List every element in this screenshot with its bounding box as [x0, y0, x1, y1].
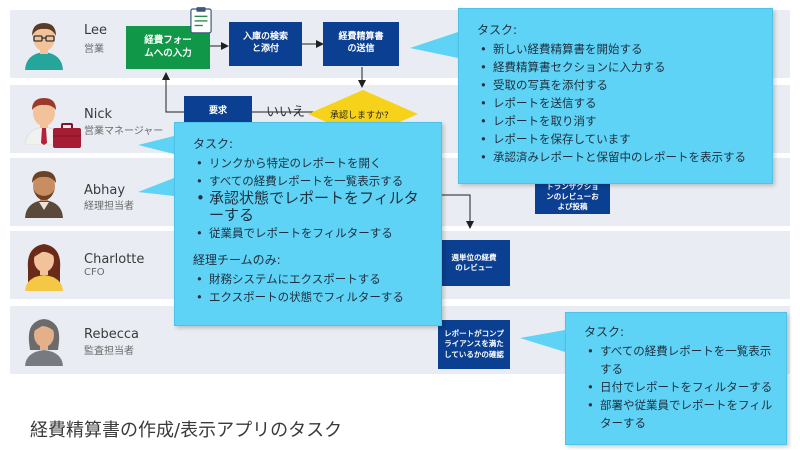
callout-rebecca-list: すべての経費レポートを一覧表示する 日付でレポートをフィルターする 部署や従業員…	[584, 342, 776, 432]
callout-lee-item: 新しい経費精算書を開始する	[477, 40, 758, 58]
person-role-abhay: 経理担当者	[84, 201, 134, 212]
step-transaction-review: トランザクションのレビューおよび投稿	[535, 180, 610, 214]
pointer-rebecca	[520, 330, 565, 352]
step-compliance-check: レポートがコンプライアンスを満たしているかの確認	[438, 320, 510, 369]
person-role-rebecca: 監査担当者	[84, 346, 134, 357]
callout-nick-item: 承認状態でレポートをフィルターする	[193, 190, 429, 224]
callout-lee-item: 承認済みレポートと保留中のレポートを表示する	[477, 148, 758, 166]
person-name-charlotte: Charlotte	[84, 252, 145, 267]
avatar-rebecca	[25, 319, 63, 366]
pointer-abhay	[138, 178, 174, 196]
callout-nick-title: タスク:	[193, 137, 234, 151]
callout-nick-subitem: エクスポートの状態でフィルターする	[193, 288, 429, 306]
callout-lee-item: 経費精算書セクションに入力する	[477, 58, 758, 76]
arrow-no-back-to-form	[162, 72, 330, 113]
step-receipt-search: 入庫の検索と添付	[229, 22, 302, 66]
diagram-title: 経費精算書の作成/表示アプリのタスク	[30, 420, 343, 441]
callout-lee-item: レポートを取り消す	[477, 112, 758, 130]
person-role-charlotte: CFO	[84, 267, 105, 278]
callout-lee-item: レポートを送信する	[477, 94, 758, 112]
pointer-lee	[410, 32, 458, 58]
callout-rebecca-item: 部署や従業員でレポートをフィルターする	[584, 396, 776, 432]
callout-nick-tasks: タスク: リンクから特定のレポートを開く すべての経費レポートを一覧表示する 承…	[174, 122, 442, 326]
callout-nick-item: すべての経費レポートを一覧表示する	[193, 172, 429, 190]
callout-lee-list: 新しい経費精算書を開始する 経費精算書セクションに入力する 受取の写真を添付する…	[477, 40, 758, 166]
callout-lee-title: タスク:	[477, 23, 518, 37]
callout-rebecca-item: 日付でレポートをフィルターする	[584, 378, 776, 396]
person-name-rebecca: Rebecca	[84, 327, 139, 342]
step-submit-report: 経費精算書の送信	[323, 22, 399, 66]
briefcase-icon	[53, 123, 81, 148]
callout-rebecca-tasks: タスク: すべての経費レポートを一覧表示する 日付でレポートをフィルターする 部…	[565, 312, 787, 445]
decision-question: 承認しますか?	[330, 111, 389, 121]
callout-rebecca-title: タスク:	[584, 325, 625, 339]
clipboard-form-icon	[190, 7, 212, 34]
avatar-charlotte	[25, 244, 63, 291]
person-name-abhay: Abhay	[84, 183, 126, 198]
person-name-nick: Nick	[84, 107, 113, 122]
pointer-nick	[138, 136, 174, 154]
callout-lee-item: レポートを保存しています	[477, 130, 758, 148]
callout-nick-subtitle: 経理チームのみ:	[193, 253, 281, 267]
person-role-lee: 営業	[84, 44, 104, 55]
avatar-abhay	[25, 171, 63, 218]
callout-lee-item: 受取の写真を添付する	[477, 76, 758, 94]
avatar-lee	[25, 23, 63, 70]
person-role-nick: 営業マネージャー	[84, 126, 164, 137]
callout-rebecca-item: すべての経費レポートを一覧表示する	[584, 342, 776, 378]
callout-nick-item: リンクから特定のレポートを開く	[193, 154, 429, 172]
callout-nick-item: 従業員でレポートをフィルターする	[193, 224, 429, 242]
callout-nick-sublist: 財務システムにエクスポートする エクスポートの状態でフィルターする	[193, 270, 429, 306]
step-weekly-review: 週単位の経費のレビュー	[438, 240, 510, 286]
callout-nick-list: リンクから特定のレポートを開く すべての経費レポートを一覧表示する 承認状態でレ…	[193, 154, 429, 242]
no-branch-label: いいえ	[266, 105, 306, 120]
callout-nick-subitem: 財務システムにエクスポートする	[193, 270, 429, 288]
person-name-lee: Lee	[84, 23, 108, 38]
callout-lee-tasks: タスク: 新しい経費精算書を開始する 経費精算書セクションに入力する 受取の写真…	[458, 8, 773, 184]
